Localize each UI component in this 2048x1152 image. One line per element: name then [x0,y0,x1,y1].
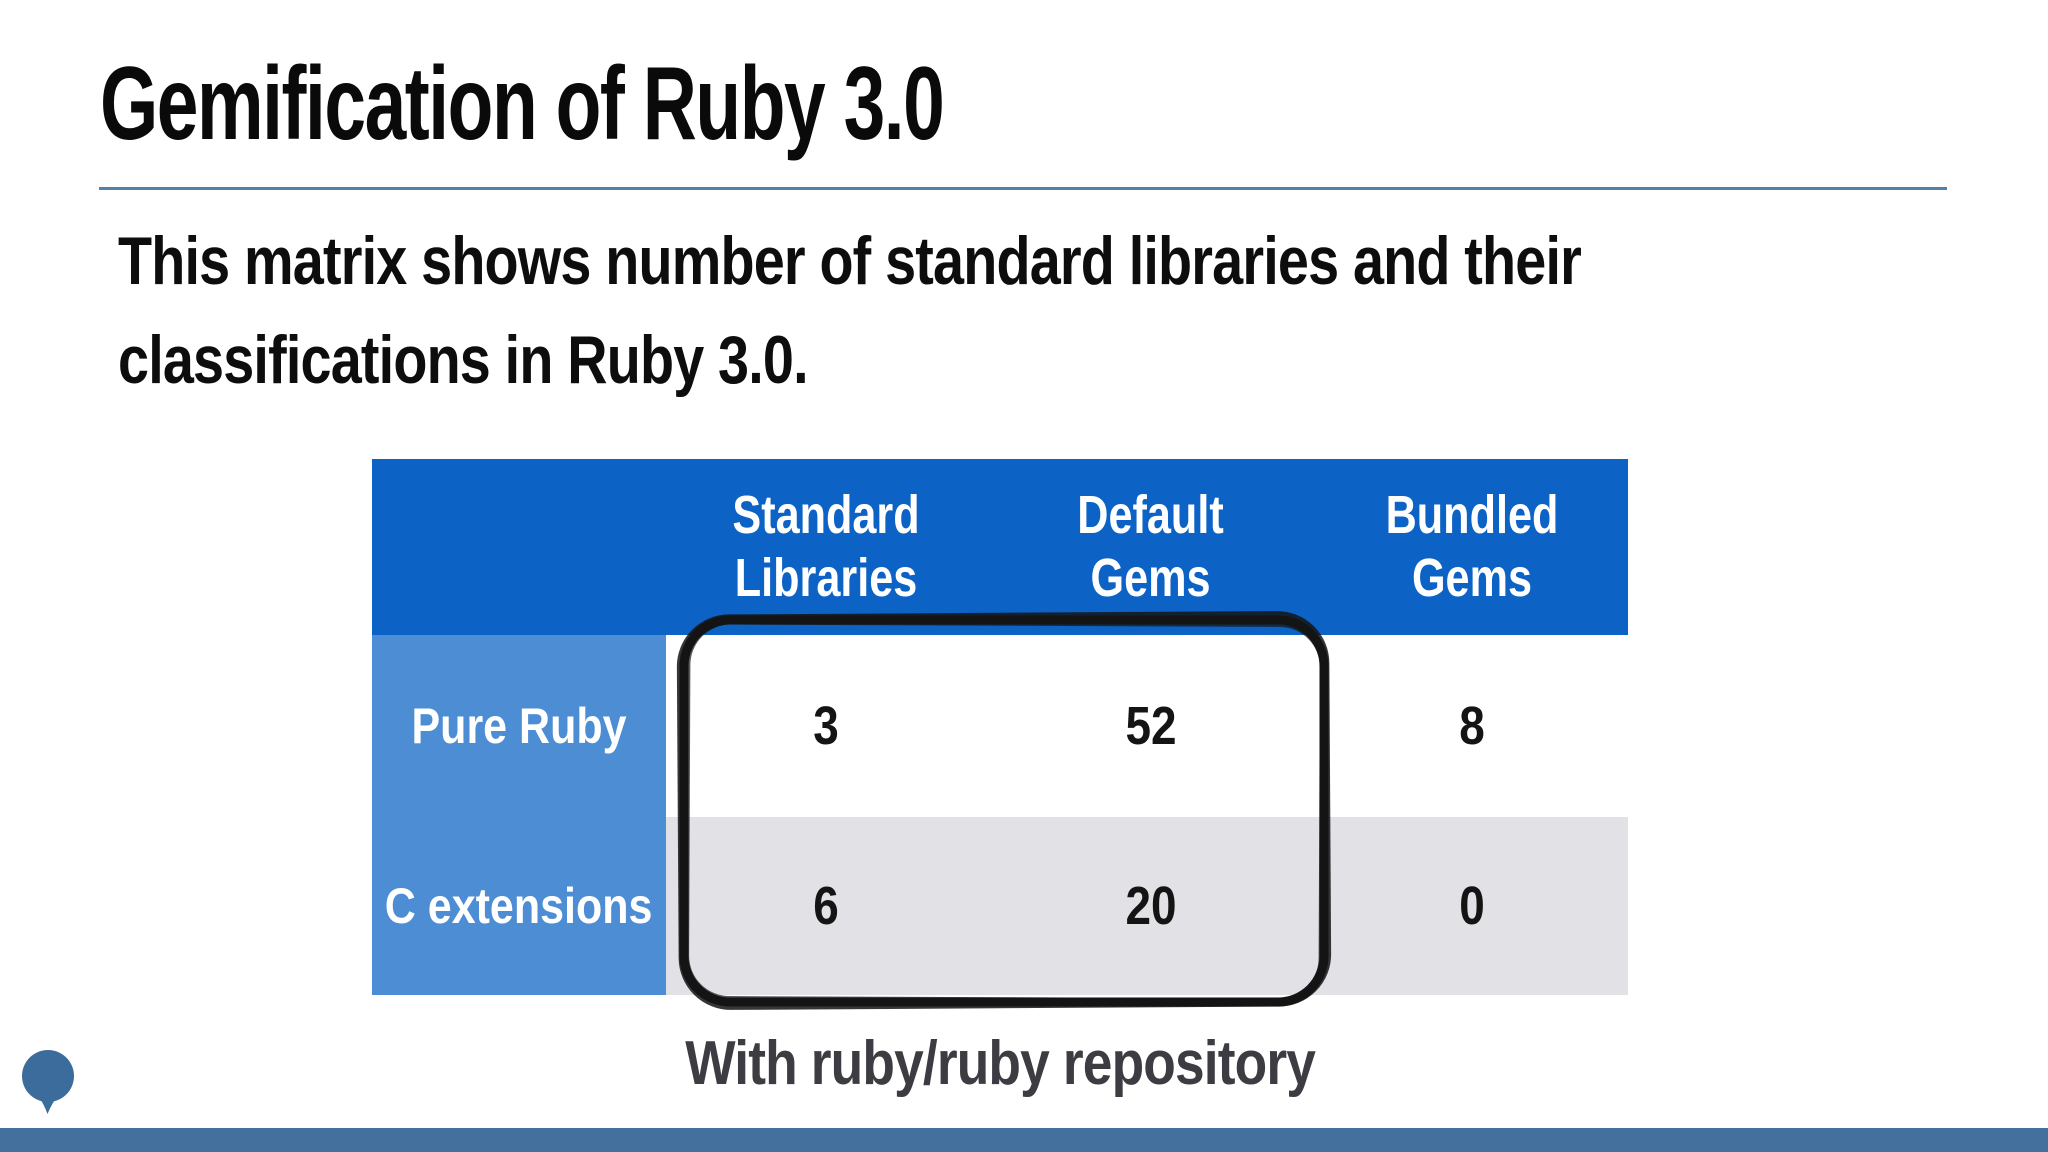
table-corner-cell [372,459,666,635]
body-paragraph-text: This matrix shows number of standard lib… [118,223,1582,398]
cell-pure-ruby-bundled-gems: 8 [1316,635,1628,817]
speech-balloon-icon [22,1050,74,1114]
matrix-table: Standard Libraries Default Gems Bundled … [372,459,1628,995]
col-header-standard-libraries: Standard Libraries [666,459,986,635]
cell-pure-ruby-standard-libraries: 3 [666,635,986,817]
row-label-c-extensions: C extensions [372,817,666,995]
cell-c-extensions-standard-libraries: 6 [666,817,986,995]
cell-c-extensions-default-gems: 20 [986,817,1316,995]
title-underline [99,187,1947,190]
body-paragraph: This matrix shows number of standard lib… [118,212,1902,410]
row-label-pure-ruby: Pure Ruby [372,635,666,817]
page-title: Gemification of Ruby 3.0 [100,44,1271,174]
cell-pure-ruby-default-gems: 52 [986,635,1316,817]
footer-accent-bar [0,1128,2048,1152]
page-title-text: Gemification of Ruby 3.0 [100,46,945,162]
col-header-bundled-gems: Bundled Gems [1316,459,1628,635]
table-caption: With ruby/ruby repository [372,1028,1628,1099]
cell-c-extensions-bundled-gems: 0 [1316,817,1628,995]
col-header-default-gems: Default Gems [986,459,1316,635]
table-caption-text: With ruby/ruby repository [685,1029,1316,1098]
